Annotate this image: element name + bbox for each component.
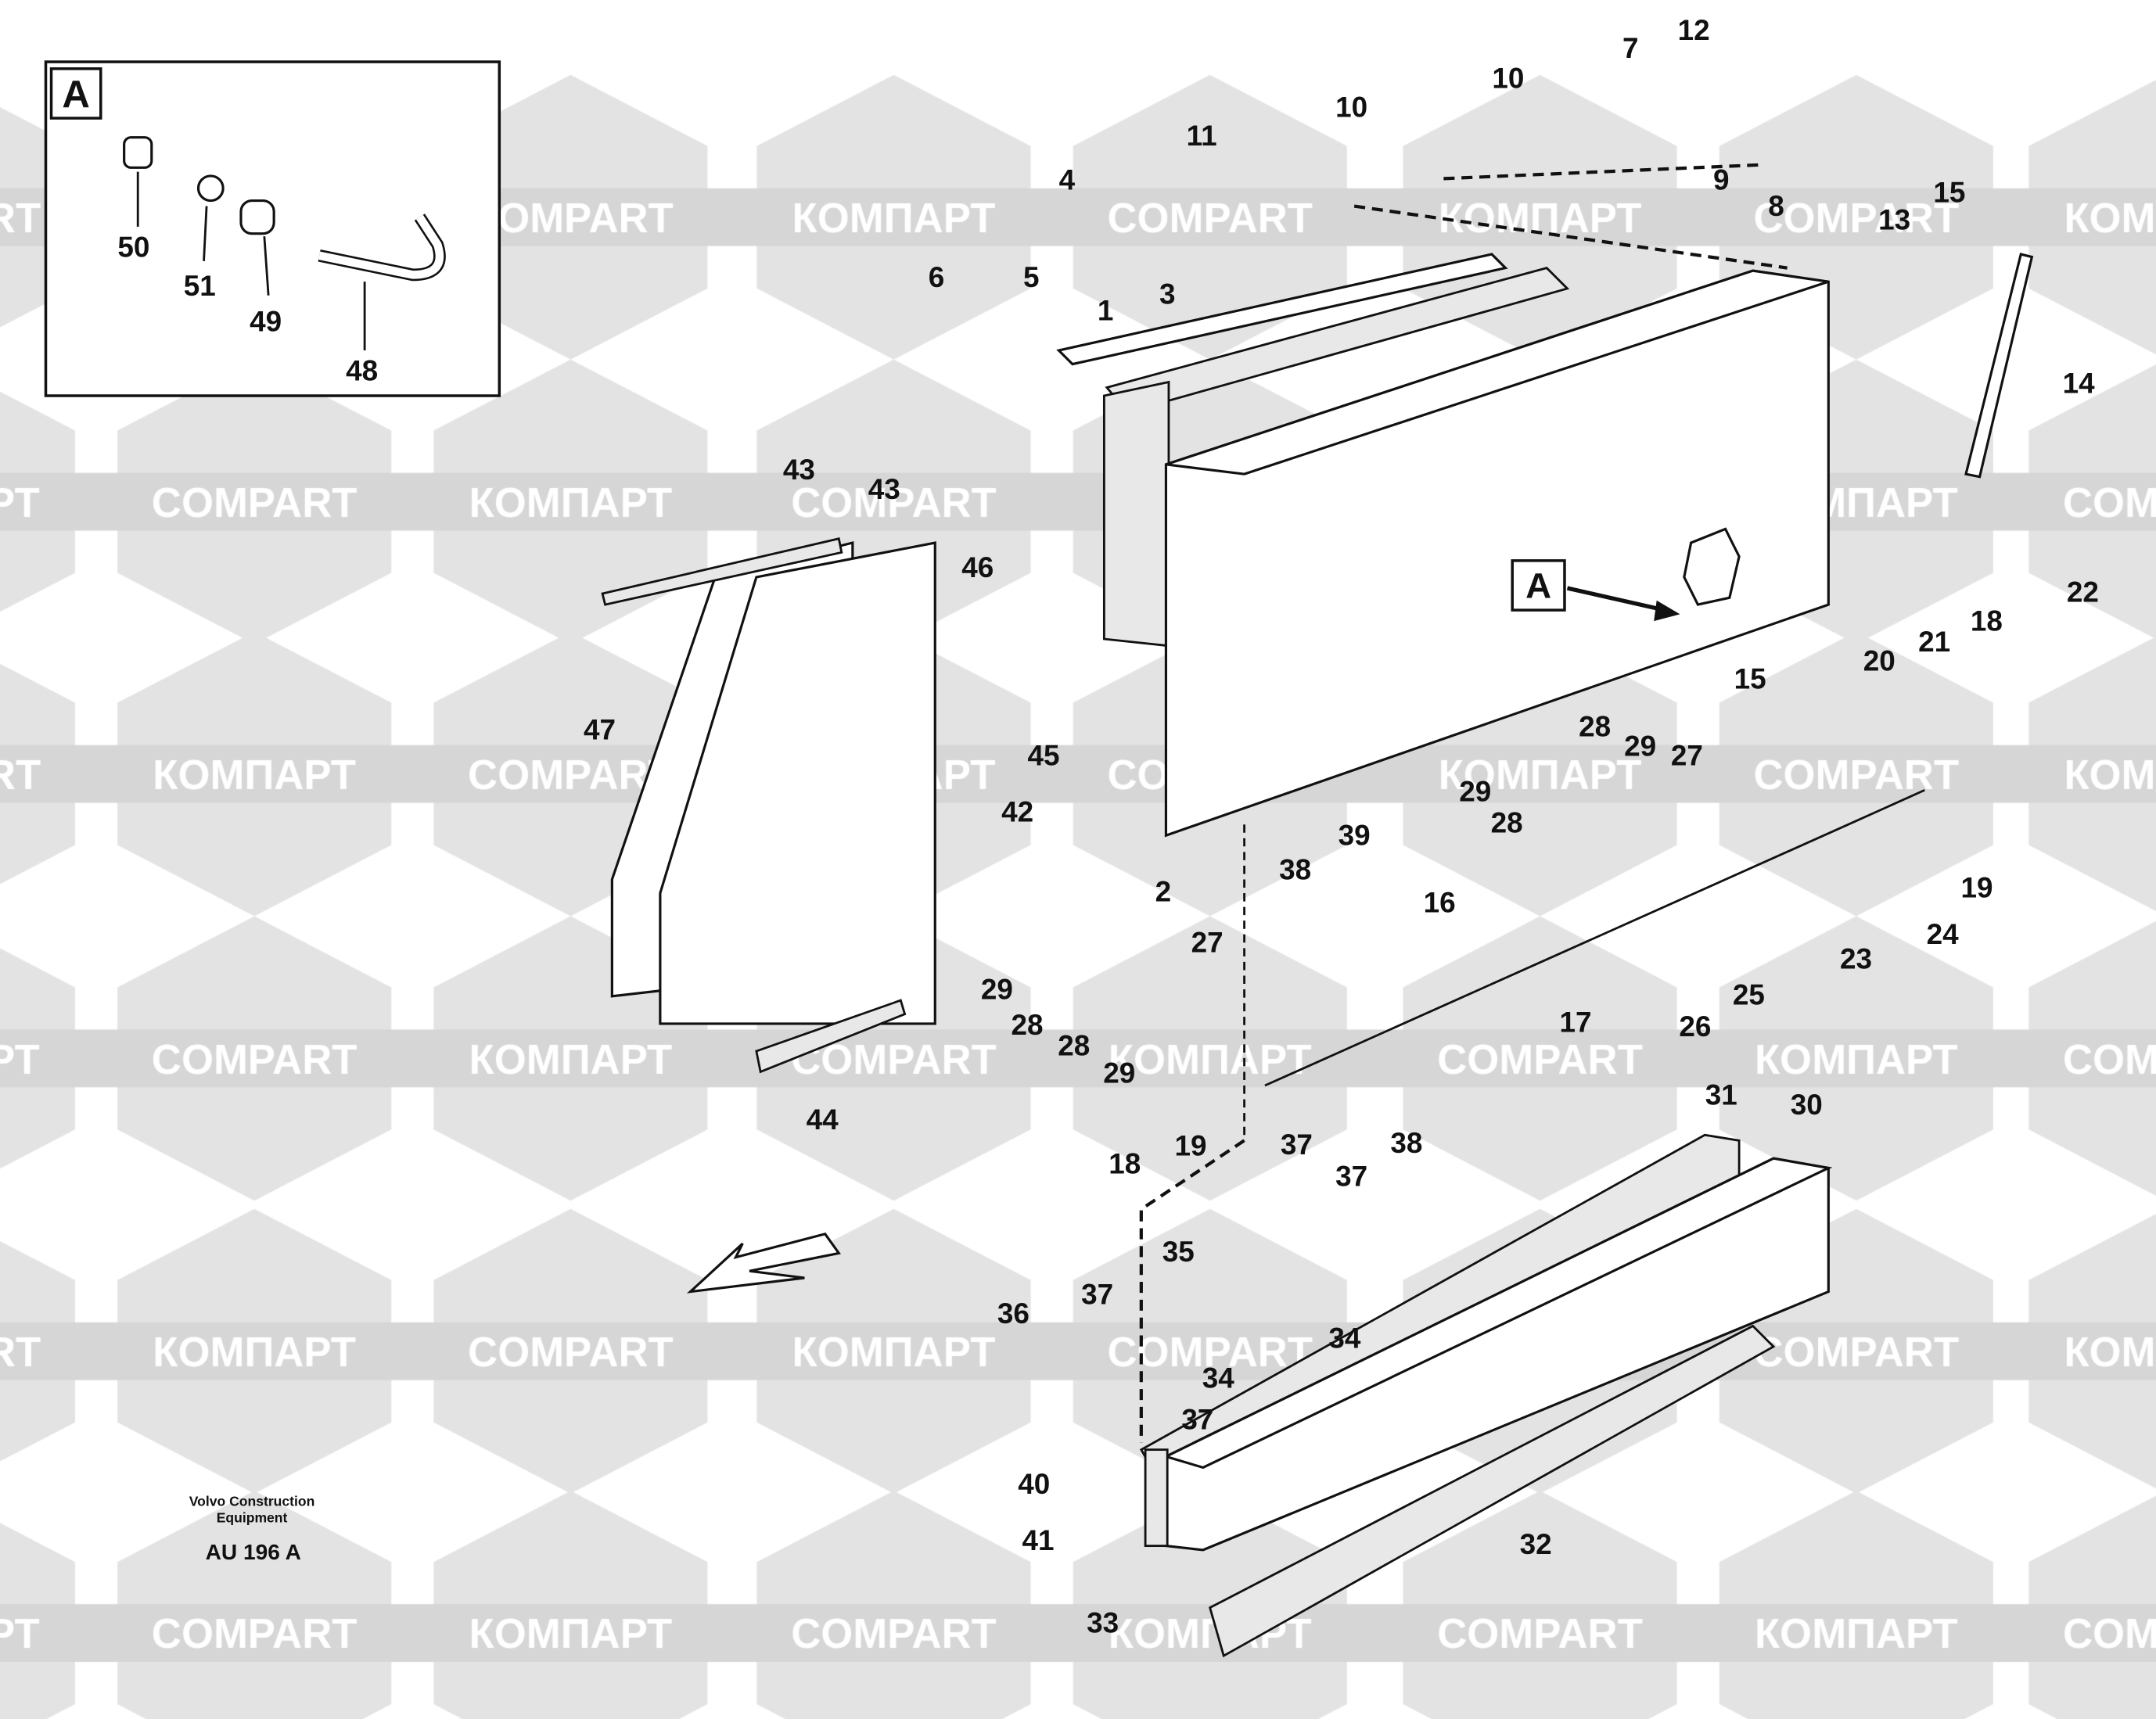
part-label-32: 32 <box>1520 1528 1552 1560</box>
nut-49 <box>239 199 275 235</box>
part-label-36: 36 <box>997 1297 1029 1330</box>
part-label-10: 10 <box>1492 62 1524 94</box>
part-label-28: 28 <box>1058 1029 1090 1061</box>
part-label-23: 23 <box>1840 943 1872 975</box>
strip-4 <box>1056 253 1508 366</box>
seal-44 <box>755 999 907 1074</box>
part-label-47: 47 <box>584 713 616 745</box>
part-label-4: 4 <box>1059 163 1076 196</box>
part-label-18: 18 <box>1971 605 2003 637</box>
part-label-26: 26 <box>1679 1010 1711 1043</box>
part-label-50: 50 <box>117 231 149 264</box>
part-label-38: 38 <box>1279 853 1311 885</box>
part-label-13: 13 <box>1878 203 1910 235</box>
direction-arrow-icon <box>686 1232 841 1294</box>
part-label-30: 30 <box>1791 1089 1823 1121</box>
footer-line2: Equipment <box>217 1510 288 1526</box>
part-label-39: 39 <box>1339 820 1371 852</box>
part-label-33: 33 <box>1087 1606 1119 1638</box>
part-label-15: 15 <box>1933 176 1965 208</box>
part-label-8: 8 <box>1768 190 1784 222</box>
part-label-21: 21 <box>1918 626 1950 658</box>
part-label-29: 29 <box>1103 1057 1135 1089</box>
washer-51 <box>196 174 225 203</box>
part-label-38: 38 <box>1390 1127 1422 1159</box>
part-label-5: 5 <box>1023 261 1040 293</box>
part-label-37: 37 <box>1181 1403 1213 1435</box>
inset-label: A <box>62 73 90 116</box>
part-label-29: 29 <box>1624 730 1656 762</box>
part-label-19: 19 <box>1175 1130 1207 1162</box>
part-label-24: 24 <box>1927 918 1960 950</box>
part-label-14: 14 <box>2063 368 2096 400</box>
part-label-41: 41 <box>1022 1524 1055 1556</box>
part-label-15: 15 <box>1734 662 1766 694</box>
main-panel-top <box>1165 269 1829 476</box>
part-label-10: 10 <box>1335 91 1367 123</box>
part-label-3: 3 <box>1159 278 1176 310</box>
footer-code: AU 196 A <box>206 1540 301 1564</box>
part-label-44: 44 <box>807 1104 839 1136</box>
seal-32 <box>1209 1324 1776 1658</box>
part-label-45: 45 <box>1028 740 1060 772</box>
foam-edge <box>1102 380 1170 648</box>
part-label-19: 19 <box>1961 871 1993 903</box>
part-label-37: 37 <box>1335 1160 1367 1192</box>
part-label-31: 31 <box>1705 1079 1737 1111</box>
part-label-9: 9 <box>1713 163 1730 196</box>
part-label-1: 1 <box>1098 294 1114 326</box>
part-label-25: 25 <box>1733 978 1765 1010</box>
part-label-18: 18 <box>1109 1147 1141 1179</box>
detail-inset-a: A <box>44 60 501 397</box>
part-label-7: 7 <box>1622 32 1639 64</box>
part-label-34: 34 <box>1202 1362 1235 1394</box>
part-label-40: 40 <box>1018 1468 1050 1500</box>
part-label-28: 28 <box>1011 1009 1043 1041</box>
footer-line1: Volvo Construction <box>189 1494 315 1509</box>
part-label-28: 28 <box>1491 807 1523 839</box>
part-label-22: 22 <box>2067 576 2099 608</box>
gas-strut-14 <box>1964 253 2034 479</box>
part-label-43: 43 <box>783 454 815 486</box>
part-label-17: 17 <box>1560 1007 1592 1039</box>
part-label-16: 16 <box>1424 887 1456 919</box>
part-label-11: 11 <box>1187 120 1217 152</box>
part-label-42: 42 <box>1001 796 1033 828</box>
part-label-48: 48 <box>346 355 378 387</box>
part-label-27: 27 <box>1671 740 1703 772</box>
part-label-37: 37 <box>1281 1129 1313 1161</box>
part-label-28: 28 <box>1579 711 1611 743</box>
fitting-50 <box>123 136 153 169</box>
part-label-2: 2 <box>1155 876 1172 908</box>
part-label-35: 35 <box>1162 1236 1195 1268</box>
part-label-6: 6 <box>929 261 945 293</box>
part-label-12: 12 <box>1678 14 1710 46</box>
part-label-49: 49 <box>250 305 282 337</box>
seal-43 <box>601 537 843 606</box>
plate-15 <box>1683 527 1741 606</box>
part-label-51: 51 <box>184 270 216 302</box>
callout-label: A <box>1525 565 1551 605</box>
part-label-37: 37 <box>1081 1278 1113 1310</box>
part-label-29: 29 <box>981 973 1013 1005</box>
cover-42 <box>659 541 936 1025</box>
part-label-34: 34 <box>1328 1322 1361 1355</box>
part-label-46: 46 <box>961 551 994 583</box>
beam-30-top <box>1162 1157 1833 1470</box>
pad-33 <box>1144 1448 1169 1548</box>
part-label-27: 27 <box>1191 927 1224 959</box>
part-label-29: 29 <box>1459 775 1491 807</box>
part-label-43: 43 <box>868 473 900 505</box>
part-label-20: 20 <box>1863 644 1895 676</box>
